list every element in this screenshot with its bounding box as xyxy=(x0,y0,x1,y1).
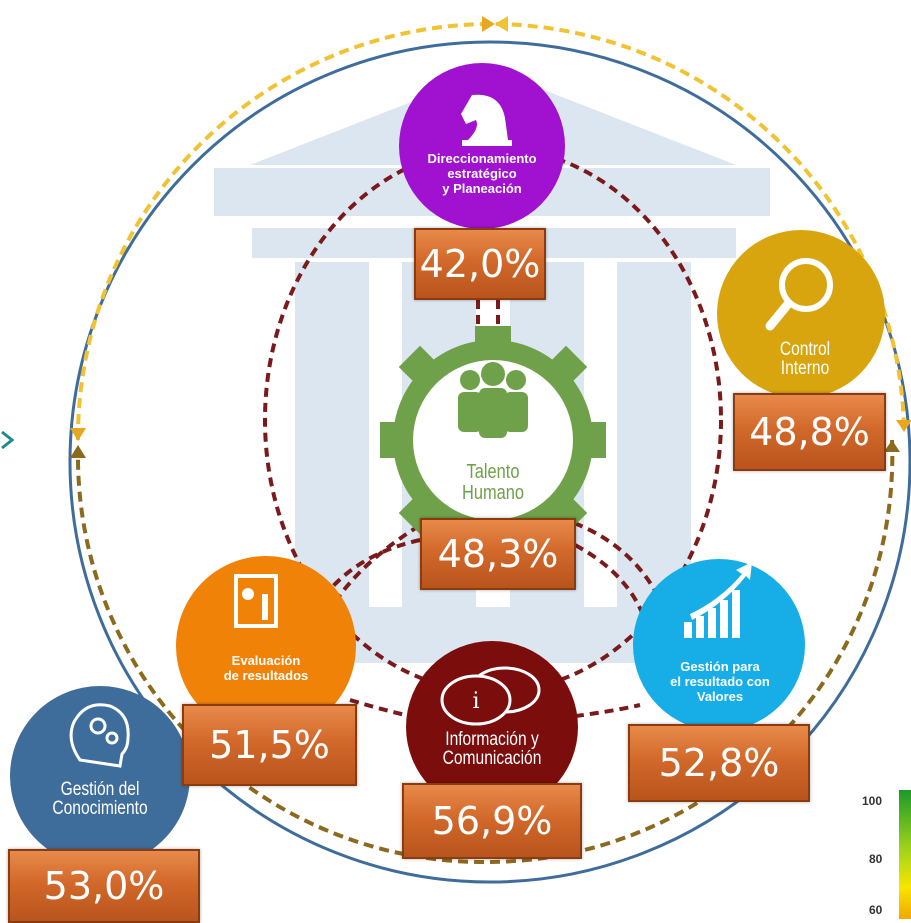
direccionamiento-value: 42,0% xyxy=(414,228,546,300)
head-gears-icon xyxy=(69,703,130,768)
evaluacion-circle[interactable] xyxy=(176,556,356,736)
arrow-right-down-icon xyxy=(896,420,911,432)
report-icon xyxy=(234,574,278,628)
scale-tick-100: 100 xyxy=(862,794,883,808)
evaluacion-value: 51,5% xyxy=(182,704,357,786)
direccionamiento-label: Direccionamiento estratégico y Planeació… xyxy=(427,151,537,196)
gestion-valores-value: 52,8% xyxy=(628,724,810,802)
speech-bubbles-icon xyxy=(440,666,541,726)
people-icon xyxy=(458,362,528,438)
arrow-top-right-icon xyxy=(482,16,495,32)
outer-ring xyxy=(68,40,911,884)
conocimiento-value: 53,0% xyxy=(8,849,200,923)
control-interno-circle[interactable] xyxy=(717,230,885,398)
report-bar xyxy=(262,594,268,620)
arrow-right-up-icon xyxy=(884,440,900,452)
report-pie xyxy=(242,588,254,600)
conocimiento-circle[interactable] xyxy=(10,686,190,866)
talento-label: Talento Humano xyxy=(461,461,524,504)
gestion-valores-circle[interactable] xyxy=(633,559,805,731)
magnifier-handle xyxy=(765,299,793,331)
arrow-left-up-icon xyxy=(70,445,86,458)
knight-base xyxy=(462,140,512,146)
arrow-top-left-icon xyxy=(495,16,508,32)
informacion-label: Información y Comunicación xyxy=(442,729,542,769)
conocimiento-label: Gestión del Conocimiento xyxy=(52,779,148,819)
gestion-valores-label: Gestión para el resultado con Valores xyxy=(670,659,770,704)
magnifier-icon xyxy=(779,258,833,312)
info-i-icon: i xyxy=(472,689,479,714)
talento-inner-ring xyxy=(413,360,573,520)
informacion-value: 56,9% xyxy=(402,783,582,859)
gold-dashed-arc xyxy=(75,21,906,441)
teal-arrow-icon xyxy=(1,430,15,450)
control-interno-label: Control Interno xyxy=(779,339,831,379)
chess-knight-icon xyxy=(461,94,508,140)
arrow-left-down-icon xyxy=(70,428,86,441)
olive-dashed-arc xyxy=(75,439,895,865)
evaluacion-label: Evaluación de resultados xyxy=(223,653,309,683)
scale-tick-60: 60 xyxy=(869,903,883,917)
talento-value: 48,3% xyxy=(420,518,576,590)
gear-small-2 xyxy=(105,731,119,745)
growth-chart-icon xyxy=(684,562,752,638)
scale-tick-80: 80 xyxy=(869,852,883,866)
gear-small-1 xyxy=(89,717,107,735)
control-interno-value: 48,8% xyxy=(733,393,886,471)
color-scale-bar xyxy=(899,790,911,919)
